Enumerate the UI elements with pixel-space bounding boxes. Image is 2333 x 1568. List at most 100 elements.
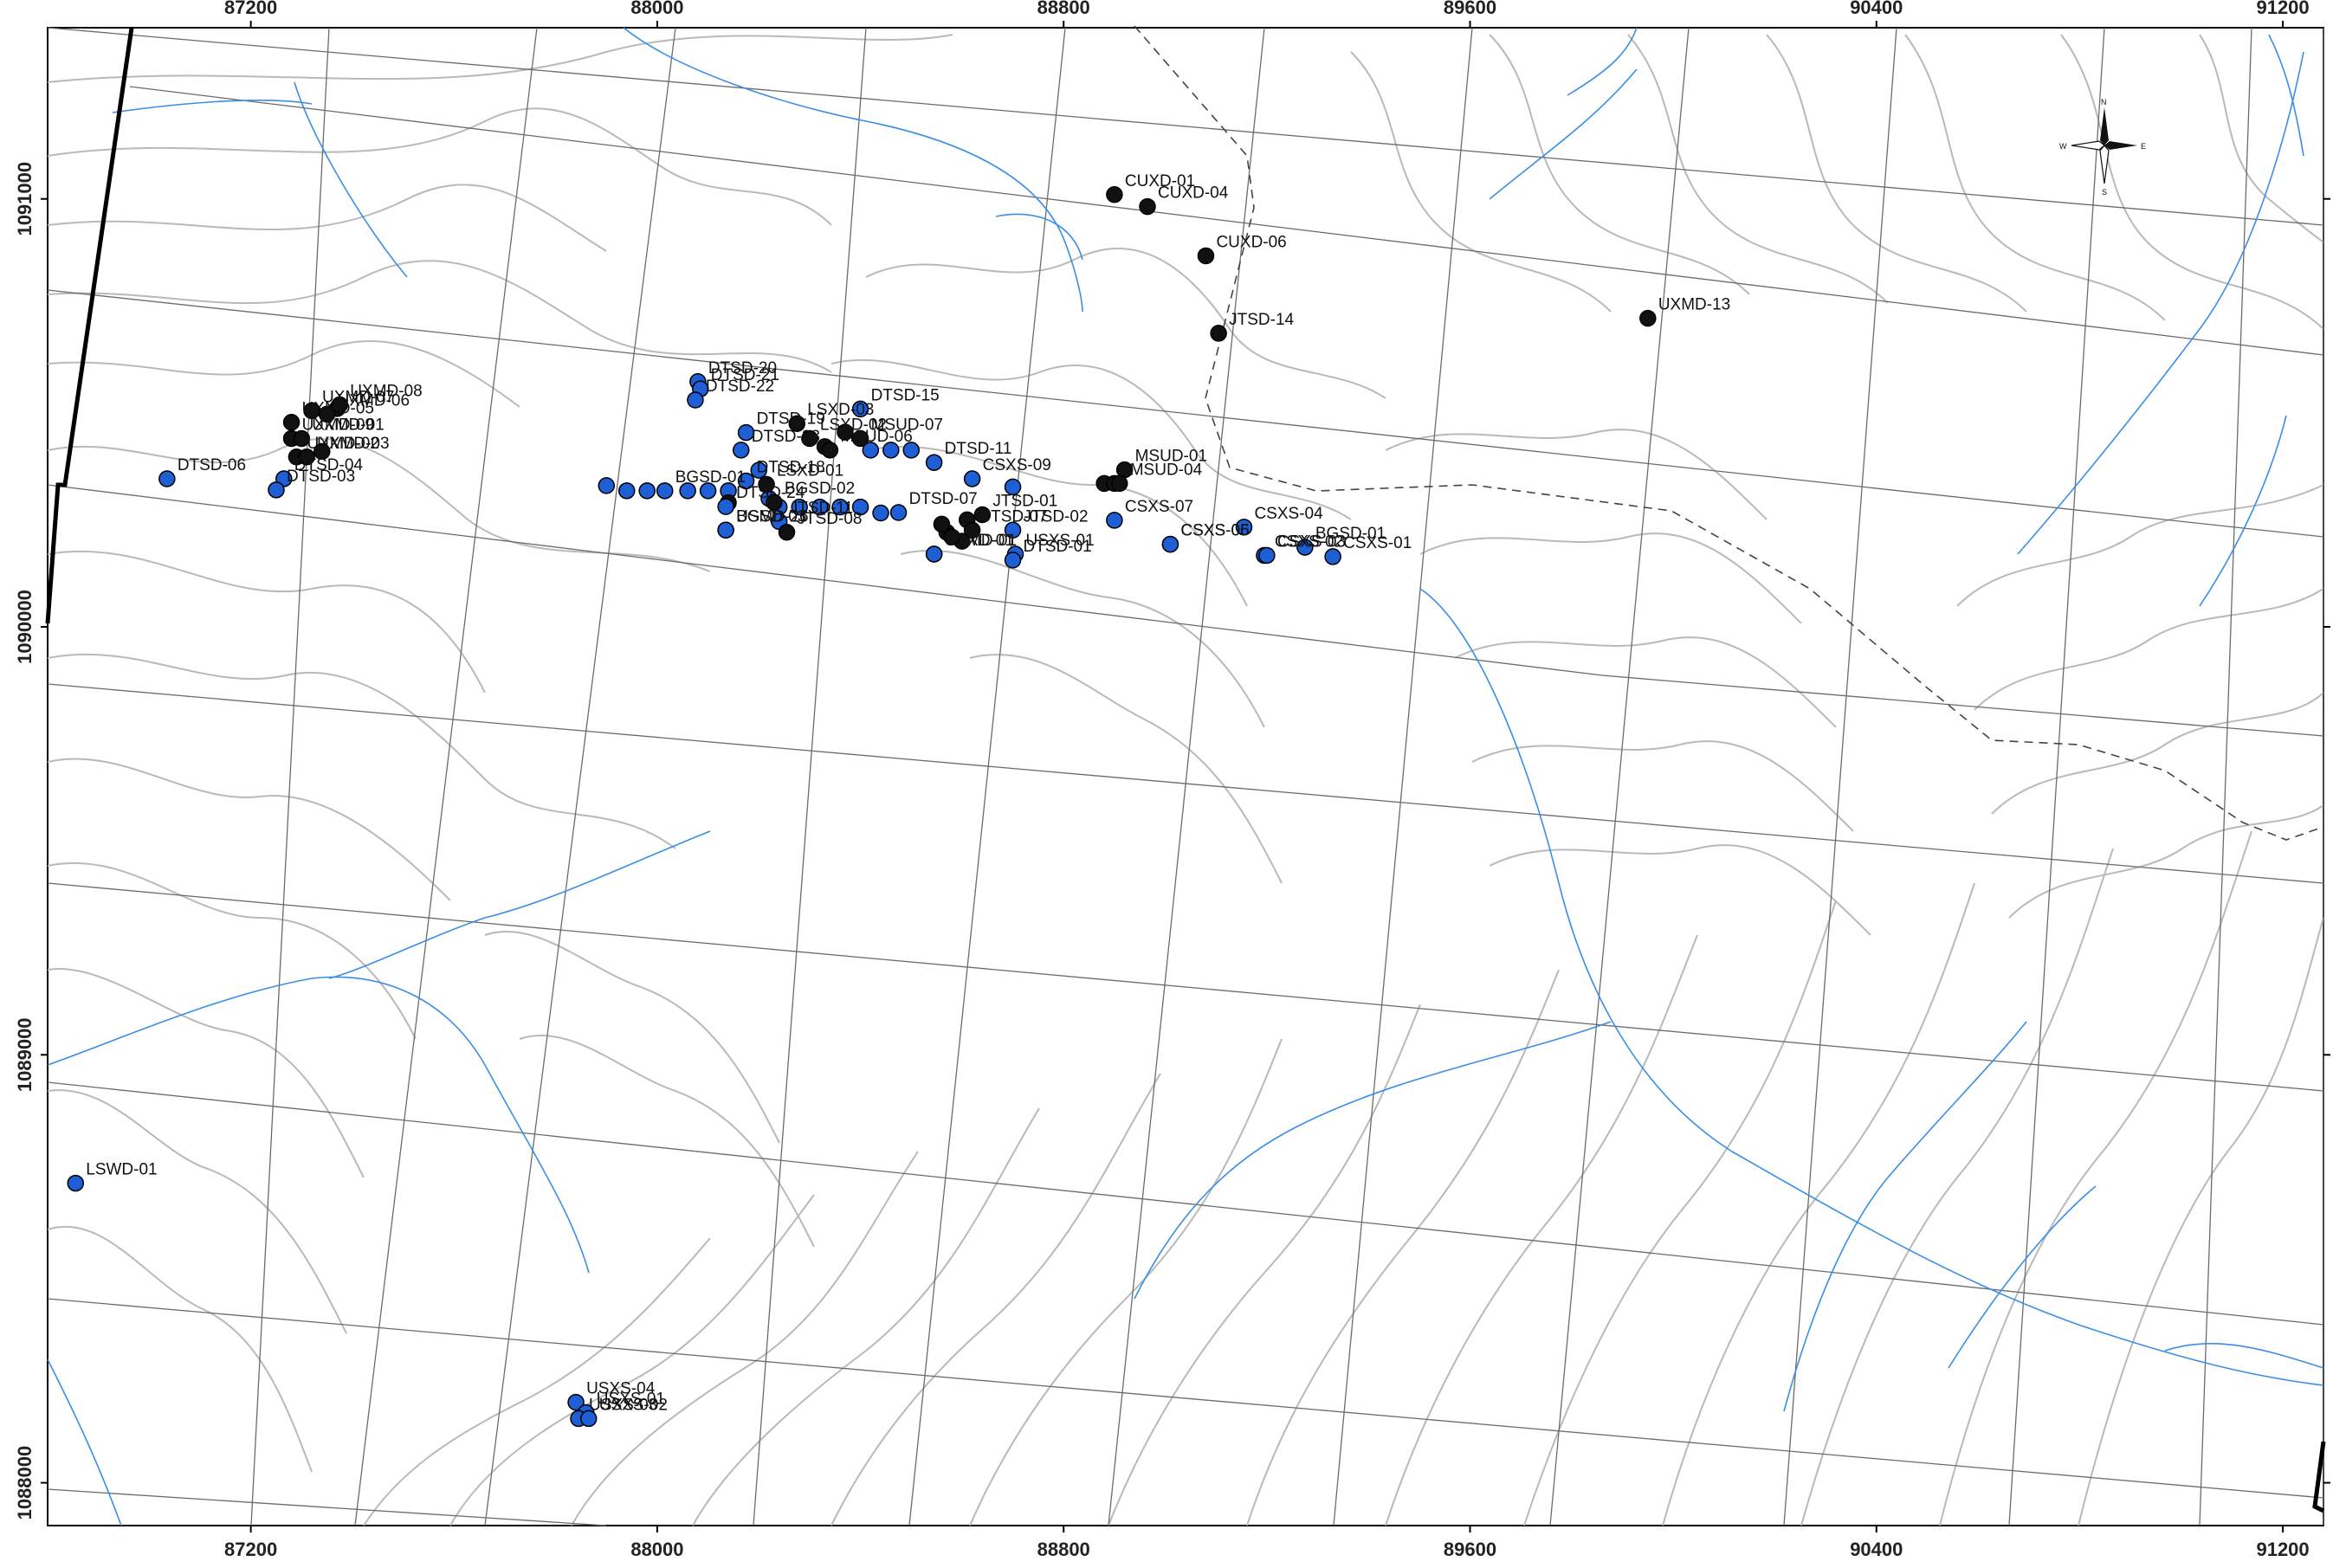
site-point[interactable]	[801, 429, 818, 448]
site-label: USXS-01	[1025, 532, 1094, 550]
site-point[interactable]	[158, 470, 176, 487]
site-point[interactable]	[268, 481, 285, 499]
site-point[interactable]	[943, 528, 960, 545]
site-point[interactable]	[837, 423, 854, 441]
site-label: BGSD-03	[736, 507, 806, 526]
site-label: CUXD-06	[1216, 233, 1286, 251]
site-point[interactable]	[717, 498, 734, 515]
site-point[interactable]	[889, 504, 908, 521]
site-point[interactable]	[1110, 474, 1128, 493]
site-point[interactable]	[750, 461, 767, 479]
site-label: LSXD-02	[820, 416, 887, 435]
site-point[interactable]	[732, 442, 750, 459]
site-point[interactable]	[1296, 539, 1314, 556]
site-point[interactable]	[933, 515, 951, 533]
site-point[interactable]	[902, 442, 920, 459]
site-point[interactable]	[737, 472, 755, 490]
north-arrow-e: E	[2141, 142, 2146, 151]
site-point[interactable]	[851, 400, 869, 418]
stream-line	[47, 976, 590, 1274]
site-point[interactable]	[882, 442, 900, 459]
site-label: DTSD-18	[757, 458, 825, 476]
site-point[interactable]	[766, 494, 783, 511]
site-point[interactable]	[963, 521, 981, 539]
site-point[interactable]	[67, 1174, 85, 1192]
site-point[interactable]	[638, 482, 656, 500]
site-label: DTSD-23	[752, 428, 820, 446]
site-point[interactable]	[1106, 512, 1123, 529]
site-label: UXMD-06	[338, 391, 410, 410]
site-point[interactable]	[778, 524, 796, 541]
contour-lines	[47, 34, 2324, 1526]
site-point[interactable]	[811, 498, 829, 516]
site-point[interactable]	[1161, 535, 1179, 553]
contour-line	[830, 358, 1352, 520]
x-tick-label-bottom: 88800	[1037, 1539, 1090, 1560]
site-point[interactable]	[717, 521, 734, 539]
site-point[interactable]	[758, 475, 775, 494]
site-point[interactable]	[963, 470, 981, 487]
stream-line	[2268, 34, 2304, 157]
site-label: DTSD-21	[711, 366, 779, 384]
site-point[interactable]	[1235, 519, 1253, 536]
site-point[interactable]	[331, 396, 349, 414]
x-tick-label-top: 88800	[1037, 0, 1090, 18]
contour-line	[865, 446, 1248, 607]
x-tick-label-top: 91200	[2256, 0, 2309, 18]
contour-line	[47, 550, 486, 694]
site-point[interactable]	[872, 504, 889, 522]
site-label: LSWD-01	[86, 1161, 157, 1179]
stream-line	[47, 1358, 122, 1526]
site-point[interactable]	[1324, 548, 1341, 565]
site-point[interactable]	[579, 1410, 598, 1428]
site-point[interactable]	[293, 429, 311, 448]
site-point[interactable]	[737, 423, 755, 442]
x-tick-label-bottom: 87200	[224, 1539, 277, 1560]
site-point[interactable]	[925, 454, 943, 471]
site-point[interactable]	[282, 413, 301, 431]
contour-line	[900, 550, 1265, 728]
contour-line	[1800, 848, 2114, 1526]
site-label: DTSD-20	[708, 359, 777, 377]
contour-line	[47, 438, 711, 572]
site-point[interactable]	[1106, 186, 1123, 203]
site-point[interactable]	[791, 498, 808, 516]
parcel-line	[1549, 27, 1690, 1526]
site-point[interactable]	[831, 498, 849, 516]
parcel-line	[47, 289, 2324, 538]
site-point[interactable]	[298, 448, 315, 466]
site-point[interactable]	[617, 482, 636, 500]
site-point[interactable]	[687, 391, 704, 409]
site-point[interactable]	[821, 442, 839, 459]
site-labels: CUXD-01CUXD-04CUXD-06JTSD-14UXMD-13JTSD-…	[86, 172, 1730, 1415]
contour-line	[969, 654, 1283, 884]
site-point[interactable]	[1139, 197, 1156, 216]
site-point[interactable]	[313, 442, 331, 461]
site-point[interactable]	[1197, 247, 1215, 265]
site-point[interactable]	[699, 482, 717, 500]
site-point[interactable]	[598, 477, 616, 494]
site-point[interactable]	[788, 415, 805, 432]
site-point[interactable]	[318, 405, 336, 423]
site-point[interactable]	[1258, 546, 1276, 565]
site-point[interactable]	[1210, 325, 1227, 342]
site-point[interactable]	[1004, 478, 1022, 496]
site-point[interactable]	[1639, 309, 1657, 327]
site-point[interactable]	[851, 498, 869, 516]
site-point[interactable]	[925, 545, 943, 563]
site-point[interactable]	[862, 442, 880, 459]
site-point[interactable]	[1004, 552, 1022, 569]
site-label: UXMD-01	[312, 416, 384, 435]
site-point[interactable]	[851, 429, 869, 448]
site-point[interactable]	[656, 482, 674, 500]
site-point[interactable]	[973, 506, 992, 524]
stream-line	[1948, 1185, 2097, 1369]
stream-line	[2017, 51, 2304, 555]
site-point[interactable]	[1004, 521, 1022, 539]
stream-line	[2164, 1342, 2324, 1369]
site-point[interactable]	[679, 482, 696, 500]
site-point[interactable]	[567, 1393, 585, 1411]
